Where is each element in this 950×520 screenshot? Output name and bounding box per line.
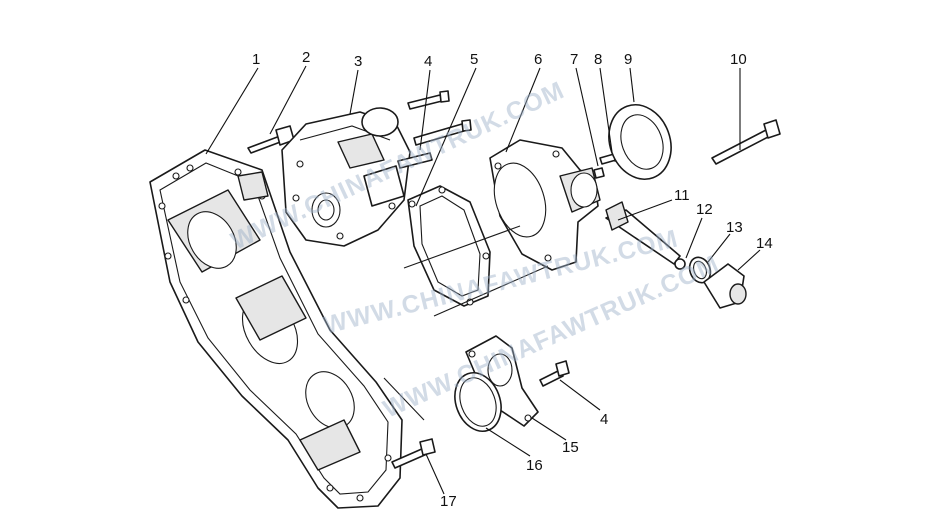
callout-12: 12 [696,201,713,218]
callout-13: 13 [726,219,743,236]
shaft-part-11 [605,201,681,265]
callout-5: 5 [470,51,478,68]
callout-4-upper: 4 [424,53,432,70]
assembly-guide-lines [383,225,549,421]
callout-6: 6 [534,51,542,68]
callout-7: 7 [570,51,578,68]
housing-cover-plate [149,149,403,509]
o-ring-part-16 [454,372,502,432]
callout-14: 14 [756,235,773,252]
bolt-part-17 [391,438,436,469]
bolt-part-4-lower [539,360,570,387]
callout-11: 11 [674,187,690,204]
bolts-part-4-upper [397,90,472,169]
callout-16: 16 [526,457,543,474]
callout-3: 3 [354,53,362,70]
gasket-part-5 [407,185,491,307]
callout-4-lower: 4 [600,411,608,428]
watermark-middle: WWW.CHINAFAWTRUK.COM [321,224,681,339]
adapter-housing-part-6 [489,139,601,271]
callout-9: 9 [624,51,632,68]
leader-lines [205,65,761,495]
washer-part-12 [674,258,686,270]
callout-2: 2 [302,49,310,66]
callout-17: 17 [440,493,457,510]
small-pin-part-7 [593,167,605,179]
callout-labels: 1 2 3 4 5 6 7 8 9 10 11 12 13 14 4 15 16… [252,49,773,510]
bolt-part-2 [247,125,295,154]
callout-8: 8 [594,51,602,68]
callout-15: 15 [562,439,579,456]
callout-1: 1 [252,51,260,68]
pump-assembly [281,107,411,247]
long-bolt-part-10 [711,119,781,165]
seal-ring-part-9 [608,104,672,180]
o-ring-part-13 [688,256,712,284]
callout-10: 10 [730,51,747,68]
sensor-fitting-part-14 [703,263,747,309]
